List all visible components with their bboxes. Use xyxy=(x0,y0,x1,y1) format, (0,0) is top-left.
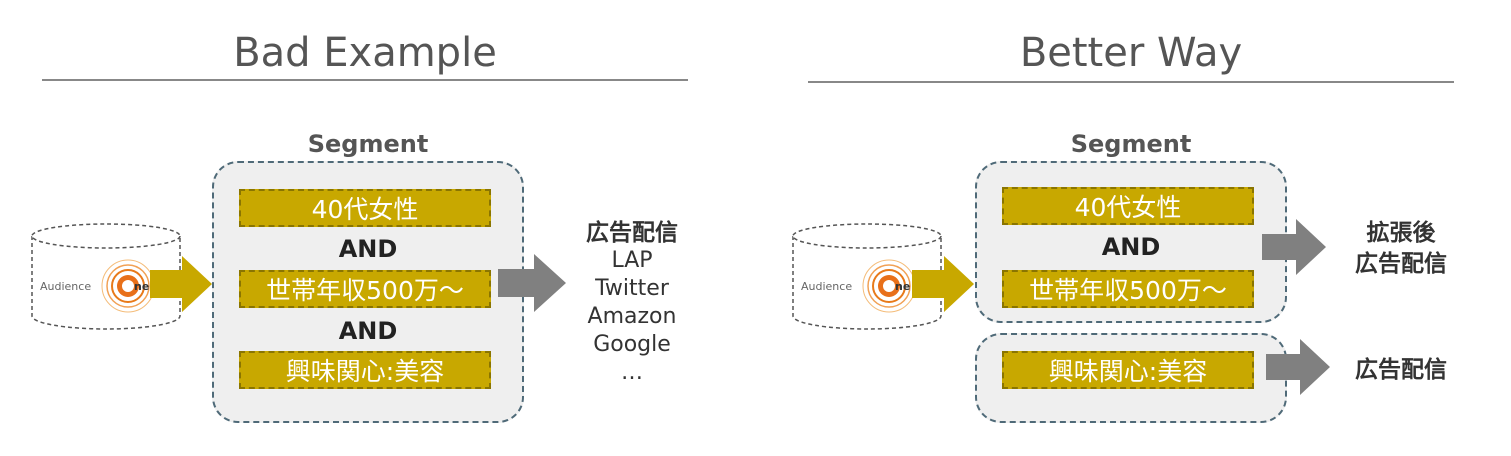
and-connector: AND xyxy=(1101,233,1161,261)
and-connector: AND xyxy=(338,235,398,263)
bad-example-divider xyxy=(42,79,688,81)
output-arrow-icon xyxy=(1262,219,1326,275)
delivery-channel: Twitter xyxy=(595,276,669,301)
delivery-channel: Amazon xyxy=(587,304,677,329)
condition-interest-beauty: 興味関心:美容 xyxy=(239,351,491,389)
delivery-channel: … xyxy=(621,360,643,385)
ad-delivery-heading: 広告配信 xyxy=(1355,357,1447,383)
logo-text-one: ne xyxy=(895,280,910,293)
better-way-divider xyxy=(808,81,1454,83)
condition-household-income: 世帯年収500万～ xyxy=(239,270,491,308)
ad-delivery-heading: 広告配信 xyxy=(586,220,678,246)
bad-example-title: Bad Example xyxy=(233,30,497,76)
condition-interest-beauty: 興味関心:美容 xyxy=(1002,351,1254,389)
output-arrow-icon xyxy=(1266,339,1330,395)
output-arrow-icon xyxy=(498,254,566,312)
ad-delivery-output: 広告配信 LAP Twitter Amazon Google … xyxy=(572,213,692,387)
expanded-heading-line2: 広告配信 xyxy=(1355,251,1447,277)
logo-text: Audience xyxy=(801,280,852,293)
audienceone-logo: Audience ne ® xyxy=(40,259,164,313)
expanded-ad-delivery-output: 拡張後 広告配信 xyxy=(1336,218,1466,280)
better-way-title: Better Way xyxy=(1019,30,1243,76)
input-arrow-icon xyxy=(912,256,974,312)
condition-age-gender: 40代女性 xyxy=(1002,187,1254,225)
condition-age-gender: 40代女性 xyxy=(239,189,491,227)
delivery-channel: Google xyxy=(593,332,671,357)
logo-text: Audience xyxy=(40,280,91,293)
expanded-heading-line1: 拡張後 xyxy=(1366,220,1436,246)
segment-label: Segment xyxy=(307,130,429,158)
input-arrow-icon xyxy=(150,256,212,312)
condition-household-income: 世帯年収500万～ xyxy=(1002,270,1254,308)
audienceone-database-icon: Audience ne ® xyxy=(31,223,181,330)
logo-text-one: ne xyxy=(134,280,149,293)
segment-label: Segment xyxy=(1070,130,1192,158)
audienceone-database-icon: Audience ne ® xyxy=(792,223,942,330)
delivery-channel: LAP xyxy=(611,248,653,273)
ad-delivery-output: 広告配信 xyxy=(1336,350,1466,384)
and-connector: AND xyxy=(338,317,398,345)
